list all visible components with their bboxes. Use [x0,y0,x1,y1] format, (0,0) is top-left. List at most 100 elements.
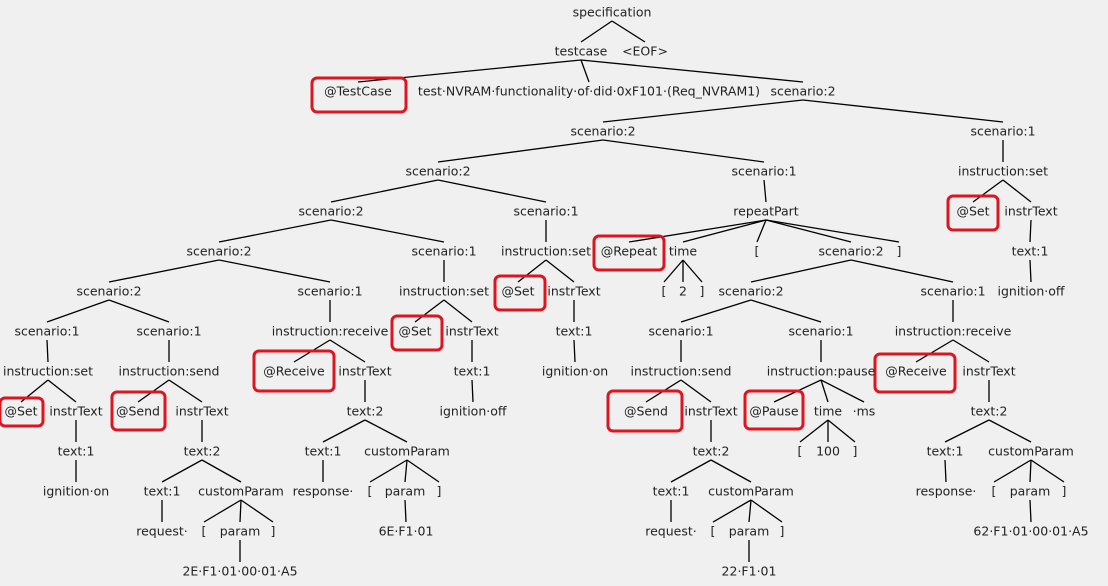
node-send1-req: request· [136,524,188,539]
edge-s2-d-to-s1-recv1 [218,259,331,283]
node-time-rb: ] [700,284,705,299]
node-recv2: instruction:receive [895,324,1012,339]
edge-recv1-cp-to-recv1-rb [406,459,440,483]
node-recv2-kw: @Receive [885,364,947,379]
node-recv2-val: 62·F1·01·00·01·A5 [973,524,1088,539]
node-send2-kw: @Send [624,404,668,419]
node-recv1-resp: response· [293,484,354,499]
node-send1-text: text:2 [184,444,221,459]
edge-recv2-cp-to-recv2-rb [1030,459,1065,483]
edge-recv1-cp-to-recv1-lb [369,459,408,483]
node-recv2-rb: ] [1062,484,1067,499]
edge-recv1-to-recv1-instr [329,339,366,363]
highlight-box-set-o-kw [390,314,444,352]
edge-recv1-param-to-recv1-val [404,499,407,523]
edge-recv2-to-recv2-instr [952,339,990,363]
node-s2-a: scenario:2 [570,124,635,139]
edge-recv2-text-to-recv2-t1 [944,419,990,443]
highlight-box-testcase-kw [310,76,408,114]
node-send1-lb: [ [202,524,207,539]
edge-repeatpart-to-repeat-kw [628,219,767,243]
node-set-o-kw: @Set [398,324,431,339]
node-repeat-kw: @Repeat [601,244,658,259]
node-send1-t1: text:1 [144,484,181,499]
edge-set-r-text-to-set-r-val [1029,259,1032,283]
highlight-box-set-m-kw [493,274,547,312]
node-send2-rb: ] [780,524,785,539]
edge-set-p-to-set-p-instr [47,379,77,403]
edge-recv2-param-to-recv2-val [1029,499,1032,523]
node-s2-top: scenario:2 [770,84,835,99]
node-set-o-val: ignition·off [440,404,507,419]
node-send1-rb: ] [271,524,276,539]
edge-recv2-t1-to-recv2-resp [944,459,947,483]
edge-repeatpart-to-rep-lb [756,219,767,243]
edge-rs2-b-to-rs1-pause [750,299,822,323]
node-recv1-kw: @Receive [263,364,325,379]
edge-s2-a-to-s1-repeat [602,139,765,163]
edge-rep-time-to-time-rb [682,259,703,283]
node-rep-s2: scenario:2 [818,244,883,259]
node-recv1: instruction:receive [272,324,389,339]
node-testcase-kw: @TestCase [324,84,392,99]
node-set-p-kw: @Set [4,404,37,419]
edge-recv2-cp-to-recv2-param [1029,459,1032,483]
node-testcase-title: test·NVRAM·functionality·of·did·0xF101·(… [418,84,760,99]
edge-s2-d-to-s2-e [108,259,220,283]
node-s2-b: scenario:2 [405,164,470,179]
edge-s2-top-to-s1-right [802,99,1004,123]
node-s1-mid: scenario:1 [513,204,578,219]
edge-send2-cp-to-send2-param [748,499,752,523]
node-time-lb: [ [662,284,667,299]
node-s2-e: scenario:2 [76,284,141,299]
node-recv2-instr: instrText [962,364,1015,379]
edge-pause-time-to-ptime-rb [827,419,856,443]
edge-send2-text-to-send2-cp [710,459,752,483]
edge-send1-cp-to-send1-lb [203,499,242,523]
node-recv2-text: text:2 [971,404,1008,419]
node-pause-kw: @Pause [749,404,799,419]
edge-recv2-to-recv2-kw [915,339,954,363]
node-rs2-b: scenario:2 [718,284,783,299]
edge-send1-text-to-send1-cp [201,459,242,483]
node-recv2-cp: customParam [988,444,1074,459]
edge-pause-to-pause-ms [820,379,865,403]
edge-set-r-to-set-r-instr [1002,179,1032,203]
node-repeatpart: repeatPart [733,204,799,219]
node-rs1-recv: scenario:1 [920,284,985,299]
node-set-m-instr: instrText [547,284,600,299]
node-set-m-kw: @Set [501,284,534,299]
edge-s2-e-to-s1-send1 [108,299,170,323]
edge-pause-time-to-ptime-lb [799,419,829,443]
node-send2-req: request· [645,524,697,539]
edge-set-o-to-set-o-kw [414,299,445,323]
node-rep-lb: [ [755,244,760,259]
node-eof: <EOF> [622,44,668,59]
node-set-m-text: text:1 [556,324,593,339]
node-specification: specification [573,5,652,20]
node-recv1-param: param [385,484,426,499]
highlight-box-repeat-kw [592,234,666,272]
node-rep-time: time [669,244,698,259]
edge-set-r-instr-to-set-r-text [1029,219,1032,243]
node-set-o: instruction:set [399,284,489,299]
edge-send2-cp-to-send2-lb [712,499,752,523]
edge-recv2-text-to-recv2-cp [988,419,1032,443]
node-send2-t1: text:1 [653,484,690,499]
node-rs1-pause: scenario:1 [788,324,853,339]
node-send2-text: text:2 [693,444,730,459]
edge-set-r-to-set-r-kw [972,179,1004,203]
node-s1-repeat: scenario:1 [731,164,796,179]
node-s2-c: scenario:2 [298,204,363,219]
node-s1-recv1: scenario:1 [297,284,362,299]
node-recv1-rb: ] [437,484,442,499]
edge-send2-cp-to-send2-rb [750,499,783,523]
edge-s2-b-to-s2-c [330,179,439,203]
node-rs1-send: scenario:1 [648,324,713,339]
edge-recv1-text-to-recv1-t1 [322,419,366,443]
edge-rep-s2-to-rs2-b [750,259,852,283]
highlight-box-set-p-kw [0,396,45,428]
node-set-r-kw: @Set [956,204,989,219]
